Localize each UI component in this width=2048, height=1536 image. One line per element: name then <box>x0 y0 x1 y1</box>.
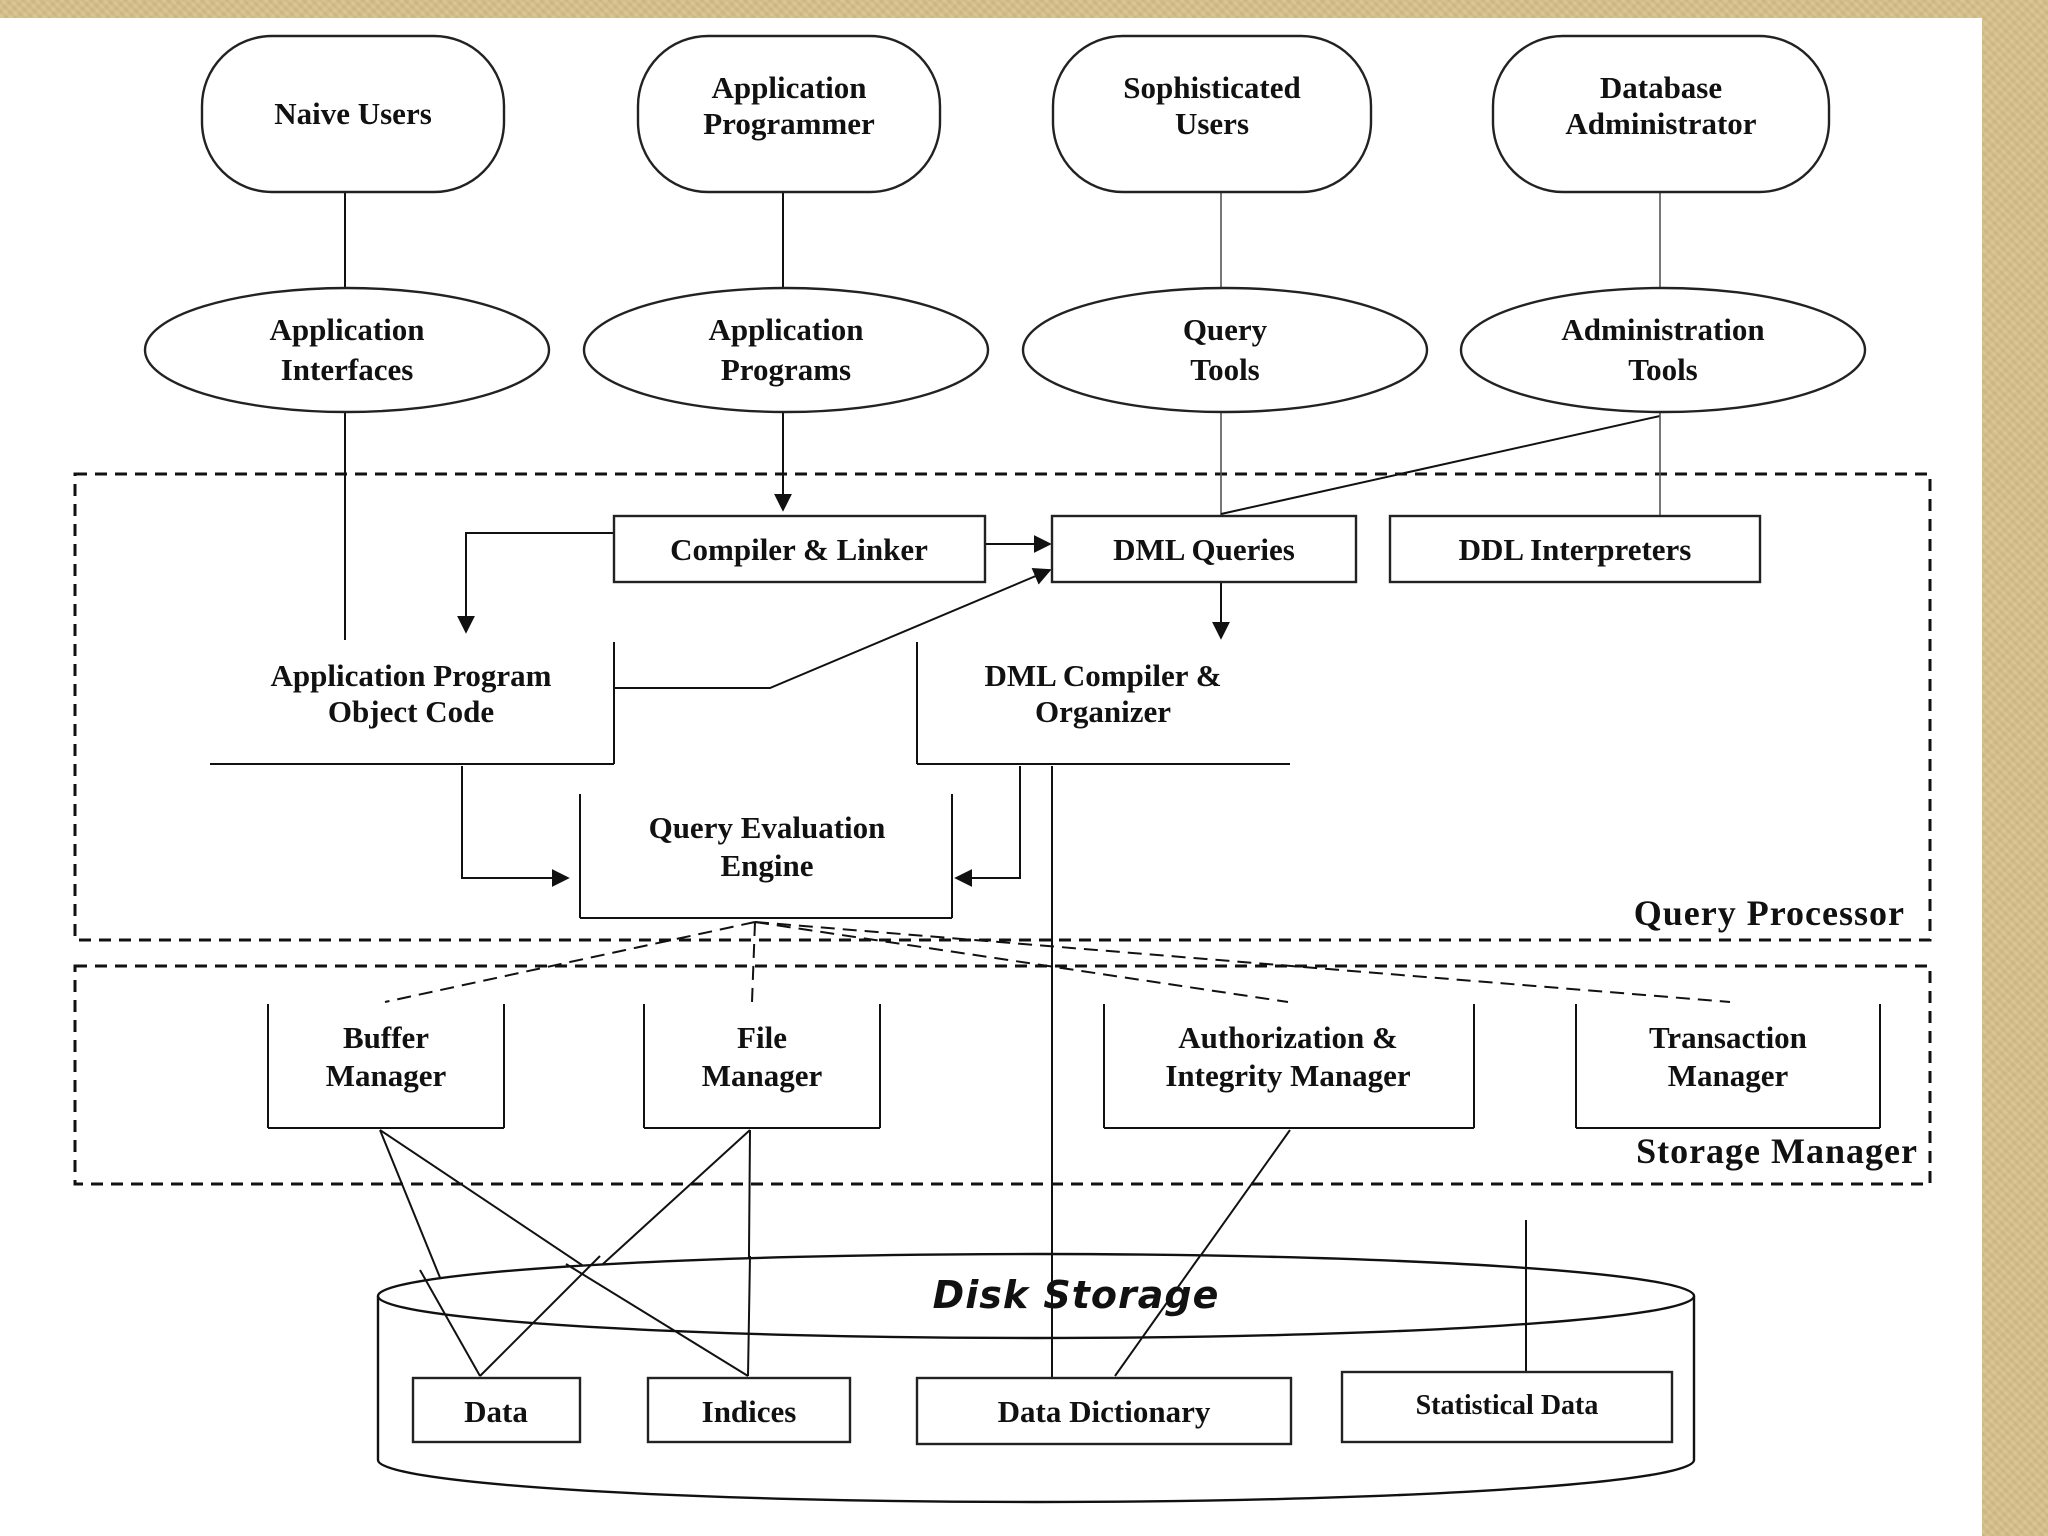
sophisticated-users-label-2: Users <box>1175 106 1249 141</box>
authorization-manager-label: Authorization & <box>1178 1020 1398 1055</box>
application-programmer-label: Application <box>711 70 866 105</box>
file-manager-label: File <box>737 1020 787 1055</box>
query-tools-label-2: Tools <box>1190 352 1260 387</box>
application-programs-label: Application <box>708 312 863 347</box>
administration-tools-label: Administration <box>1561 312 1764 347</box>
indices-box <box>646 1376 852 1444</box>
query-engine-label: Query Evaluation <box>649 810 886 845</box>
statistical-data-label: Statistical Data <box>1416 1390 1599 1421</box>
file-manager-label-2: Manager <box>702 1058 823 1093</box>
statistical-data-box <box>1340 1370 1674 1444</box>
application-interfaces-label-2: Interfaces <box>281 352 414 387</box>
application-programs-node <box>582 286 990 414</box>
storage-manager-title: Storage Manager <box>1636 1131 1918 1171</box>
disk-storage-title: Disk Storage <box>933 1273 1220 1317</box>
database-administrator-label-2: Administrator <box>1565 106 1756 141</box>
app-object-code-label: Application Program <box>271 658 552 693</box>
data-box <box>411 1376 582 1444</box>
indices-label: Indices <box>702 1394 797 1429</box>
authorization-manager-box <box>1103 1004 1475 1129</box>
app-object-code-box <box>210 642 615 765</box>
dml-compiler-label-2: Organizer <box>1035 694 1171 729</box>
sophisticated-users-node <box>1051 34 1373 194</box>
data-label: Data <box>464 1394 528 1429</box>
query-processor-region <box>73 472 1932 942</box>
transaction-manager-box <box>1575 1004 1881 1129</box>
application-programmer-node <box>636 34 942 194</box>
data-dictionary-box <box>915 1376 1293 1446</box>
buffer-manager-box <box>267 1004 505 1129</box>
app-object-code-label-2: Object Code <box>328 694 494 729</box>
query-engine-label-2: Engine <box>720 848 813 883</box>
database-administrator-label: Database <box>1600 70 1722 105</box>
naive-users-node <box>200 34 506 194</box>
sophisticated-users-label: Sophisticated <box>1123 70 1300 105</box>
data-dictionary-label: Data Dictionary <box>998 1394 1211 1429</box>
transaction-manager-label: Transaction <box>1649 1020 1807 1055</box>
file-manager-box <box>643 1004 881 1129</box>
application-interfaces-label: Application <box>269 312 424 347</box>
administration-tools-label-2: Tools <box>1628 352 1698 387</box>
administration-tools-node <box>1459 286 1867 414</box>
database-administrator-node <box>1491 34 1831 194</box>
authorization-manager-label-2: Integrity Manager <box>1165 1058 1411 1093</box>
naive-users-label: Naive Users <box>274 96 432 131</box>
dml-compiler-label: DML Compiler & <box>984 658 1221 693</box>
application-programs-label-2: Programs <box>721 352 851 387</box>
dml-queries-label: DML Queries <box>1113 532 1295 567</box>
dml-compiler-box <box>916 642 1290 765</box>
compiler-linker-box <box>612 514 987 584</box>
compiler-linker-label: Compiler & Linker <box>670 532 928 567</box>
transaction-manager-label-2: Manager <box>1668 1058 1789 1093</box>
buffer-manager-label: Buffer <box>343 1020 429 1055</box>
buffer-manager-label-2: Manager <box>326 1058 447 1093</box>
query-engine-box <box>579 794 953 919</box>
ddl-interpreters-box <box>1388 514 1762 584</box>
storage-manager-region <box>73 964 1932 1186</box>
query-processor-title: Query Processor <box>1634 893 1905 933</box>
query-tools-label: Query <box>1183 312 1268 347</box>
dml-queries-box <box>1050 514 1358 584</box>
application-interfaces-node <box>143 286 551 414</box>
application-programmer-label-2: Programmer <box>703 106 875 141</box>
query-tools-node <box>1021 286 1429 414</box>
ddl-interpreters-label: DDL Interpreters <box>1459 532 1692 567</box>
